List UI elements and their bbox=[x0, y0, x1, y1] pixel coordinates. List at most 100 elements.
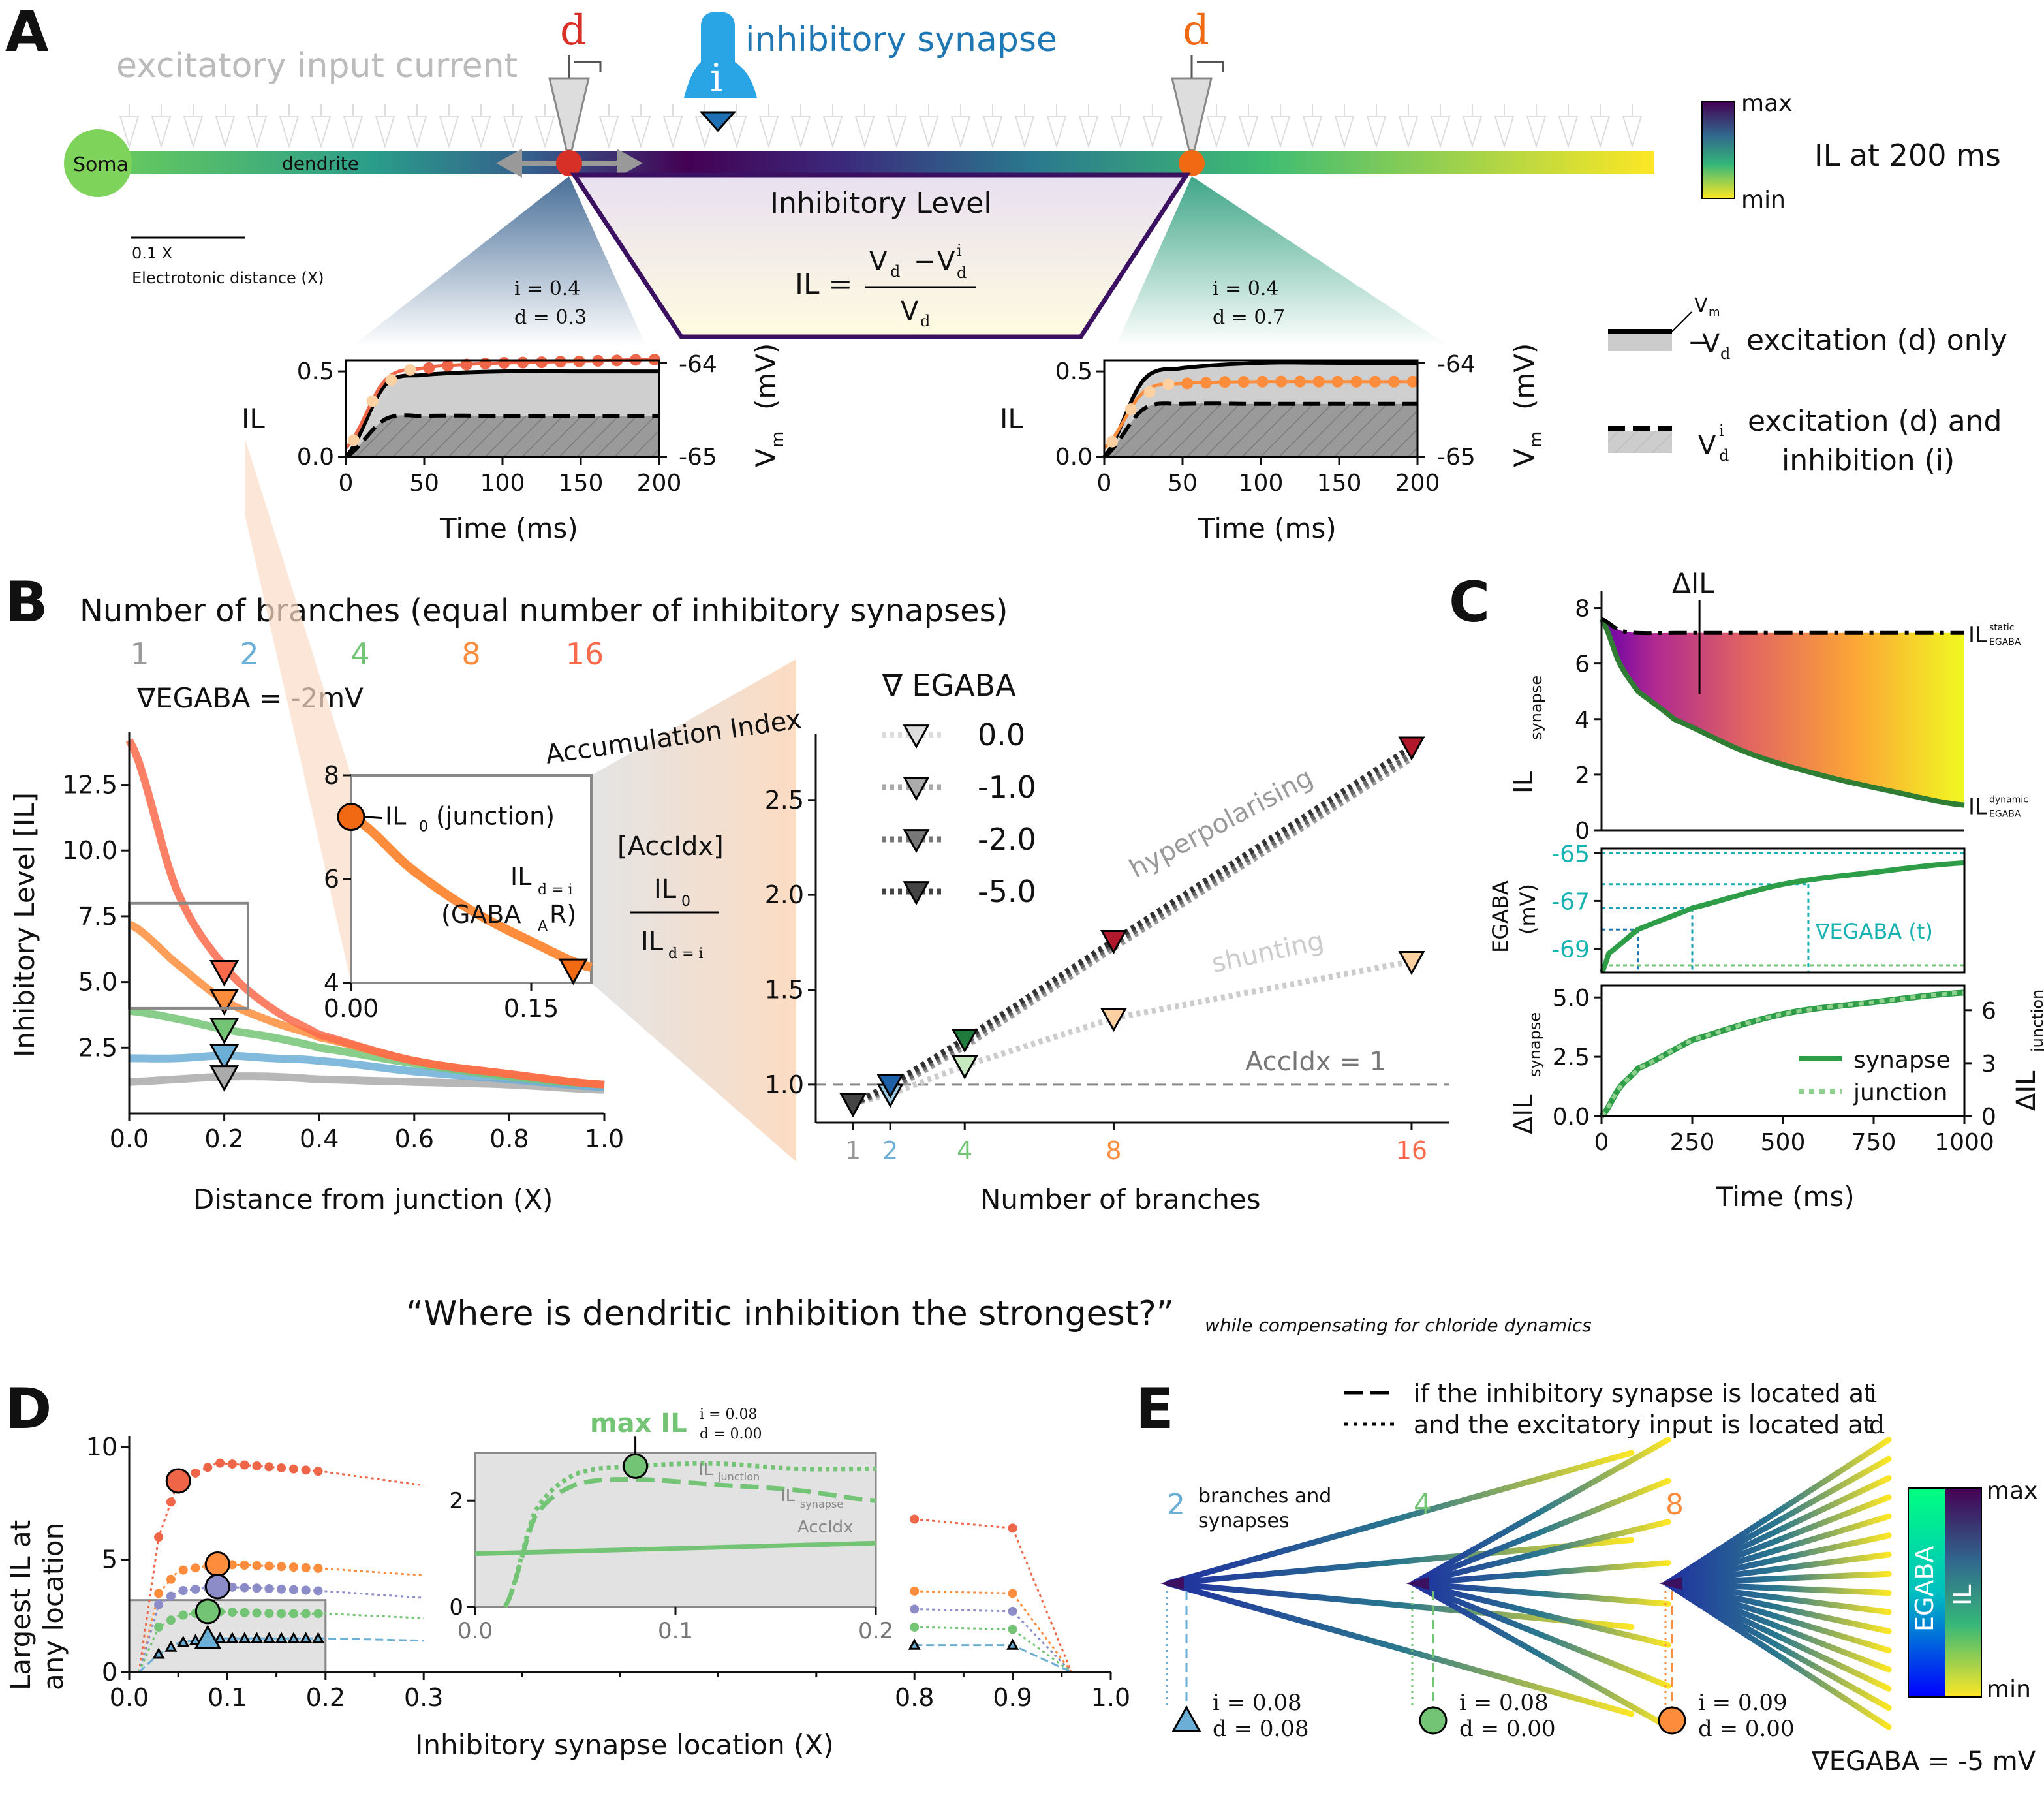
accidx-legend-title: ∇ EGABA bbox=[882, 668, 1016, 703]
series-point bbox=[1008, 1606, 1017, 1616]
il-box bbox=[570, 172, 1191, 339]
series-point bbox=[264, 1608, 274, 1618]
x-axis-label: Time (ms) bbox=[1716, 1181, 1855, 1213]
legend-marker bbox=[903, 777, 930, 801]
series-point bbox=[311, 1632, 325, 1643]
y-axis-sub: synapse bbox=[1527, 676, 1545, 740]
il-point bbox=[348, 434, 360, 446]
distance-marker bbox=[209, 1065, 240, 1092]
il-junction-sub: junction bbox=[717, 1470, 760, 1483]
y2-tick-label: 6 bbox=[1981, 998, 1996, 1025]
excitatory-input-label: excitatory input current bbox=[116, 46, 518, 86]
accidx-marker bbox=[951, 1055, 978, 1080]
branch-count: 4 bbox=[1414, 1488, 1432, 1521]
panel-b-title: Number of branches (equal number of inhi… bbox=[80, 593, 1008, 629]
x-axis-label: Time (ms) bbox=[439, 512, 578, 544]
colorbar-e-left bbox=[1908, 1488, 1945, 1697]
param-d: d = 0.00 bbox=[1459, 1716, 1556, 1742]
y-tick-label: 7.5 bbox=[78, 902, 117, 931]
x-tick-label: 0.2 bbox=[858, 1618, 893, 1644]
il-junction-label: IL bbox=[698, 1460, 713, 1480]
y-axis-label: ΔIL bbox=[1509, 1094, 1539, 1134]
max-il-marker bbox=[623, 1453, 649, 1479]
accidx-label: AccIdx bbox=[797, 1517, 853, 1537]
series-point bbox=[908, 1638, 921, 1650]
il-point bbox=[1237, 376, 1250, 388]
static-label: IL bbox=[1968, 622, 1987, 648]
branch-count-label: 8 bbox=[461, 636, 480, 672]
excitatory-arrow bbox=[1494, 116, 1515, 149]
series-point bbox=[313, 1467, 323, 1476]
x-tick-label: 0.1 bbox=[658, 1618, 693, 1644]
distance-marker bbox=[209, 1018, 240, 1045]
y-axis-label-1: Largest IL at bbox=[5, 1520, 37, 1690]
y-tick-label: 2 bbox=[1575, 762, 1590, 789]
series-point bbox=[178, 1586, 188, 1596]
series-line-right bbox=[914, 1590, 1073, 1673]
legend-e-dashed: if the inhibitory synapse is located at bbox=[1414, 1379, 1874, 1408]
accidx-marker bbox=[1398, 950, 1425, 975]
inset-accidx bbox=[474, 1540, 876, 1557]
branch-count-label: 1 bbox=[130, 636, 149, 672]
x-tick-label: 50 bbox=[1168, 470, 1198, 497]
x-tick-label: 0.9 bbox=[993, 1683, 1032, 1712]
series-point bbox=[288, 1464, 298, 1474]
excitatory-arrow bbox=[1558, 116, 1579, 149]
y-tick-label: 8 bbox=[324, 761, 339, 790]
series-point bbox=[240, 1460, 249, 1470]
y-tick-label: 0 bbox=[1575, 818, 1590, 845]
legend-inh-1: excitation (d) and bbox=[1748, 405, 2002, 438]
y-tick-label: 5 bbox=[102, 1546, 117, 1574]
x-tick-label: 0.0 bbox=[110, 1125, 149, 1153]
colorbar-a-title: IL at 200 ms bbox=[1814, 138, 2001, 173]
branch-count-label: 4 bbox=[350, 636, 369, 672]
series-point bbox=[910, 1623, 920, 1632]
y-axis-label: IL bbox=[1000, 403, 1023, 435]
series-point bbox=[166, 1591, 176, 1601]
static-line bbox=[1600, 617, 1964, 636]
il-point bbox=[460, 358, 472, 371]
legend-marker bbox=[903, 724, 930, 749]
series-point bbox=[154, 1532, 164, 1542]
x-tick-label: 0.8 bbox=[489, 1125, 529, 1153]
series-line-right bbox=[914, 1626, 1072, 1673]
vd-line bbox=[1102, 360, 1417, 458]
excitatory-arrow bbox=[471, 116, 491, 149]
location-marker bbox=[1171, 1705, 1201, 1732]
series-point bbox=[154, 1623, 164, 1632]
right-param-i: i = 0.4 bbox=[1213, 277, 1279, 300]
branch-line bbox=[1410, 1478, 1671, 1587]
max-il-label: max IL bbox=[590, 1408, 687, 1438]
branches-note-1: branches and bbox=[1198, 1485, 1331, 1508]
legend-synapse-label: synapse bbox=[1853, 1047, 1951, 1074]
x-tick-label: 250 bbox=[1670, 1129, 1715, 1156]
excitatory-arrow bbox=[311, 116, 332, 149]
branch-line bbox=[1664, 1580, 1892, 1730]
il-point bbox=[1350, 375, 1363, 388]
max-marker bbox=[204, 1551, 230, 1578]
svg-text:i: i bbox=[957, 241, 962, 260]
colorbar-e-il: IL bbox=[1948, 1585, 1977, 1606]
x-tick-label: 200 bbox=[1395, 470, 1440, 497]
y-axis-label: IL bbox=[241, 403, 265, 435]
branch-count-label: 16 bbox=[566, 636, 604, 672]
question: “Where is dendritic inhibition the stron… bbox=[406, 1294, 1174, 1333]
excitatory-arrow bbox=[1142, 116, 1163, 149]
delta-il-label: ΔIL bbox=[1672, 567, 1714, 599]
series-point bbox=[313, 1563, 323, 1573]
excitatory-arrow bbox=[1366, 116, 1387, 149]
y-tick-label: 0.0 bbox=[1553, 1104, 1590, 1130]
x-axis-label: Time (ms) bbox=[1198, 512, 1337, 544]
synapse-icon: i bbox=[684, 12, 757, 132]
series-point bbox=[264, 1561, 274, 1571]
y-tick-label: 6 bbox=[324, 865, 339, 894]
param-i: i = 0.08 bbox=[1459, 1690, 1549, 1716]
excitatory-arrow bbox=[1302, 116, 1323, 149]
series-point bbox=[313, 1609, 323, 1619]
legend-label: -2.0 bbox=[978, 822, 1036, 857]
x-tick-label: 0 bbox=[339, 470, 354, 497]
legend-marker bbox=[903, 881, 930, 906]
il-formula-num-1: V bbox=[869, 247, 888, 277]
